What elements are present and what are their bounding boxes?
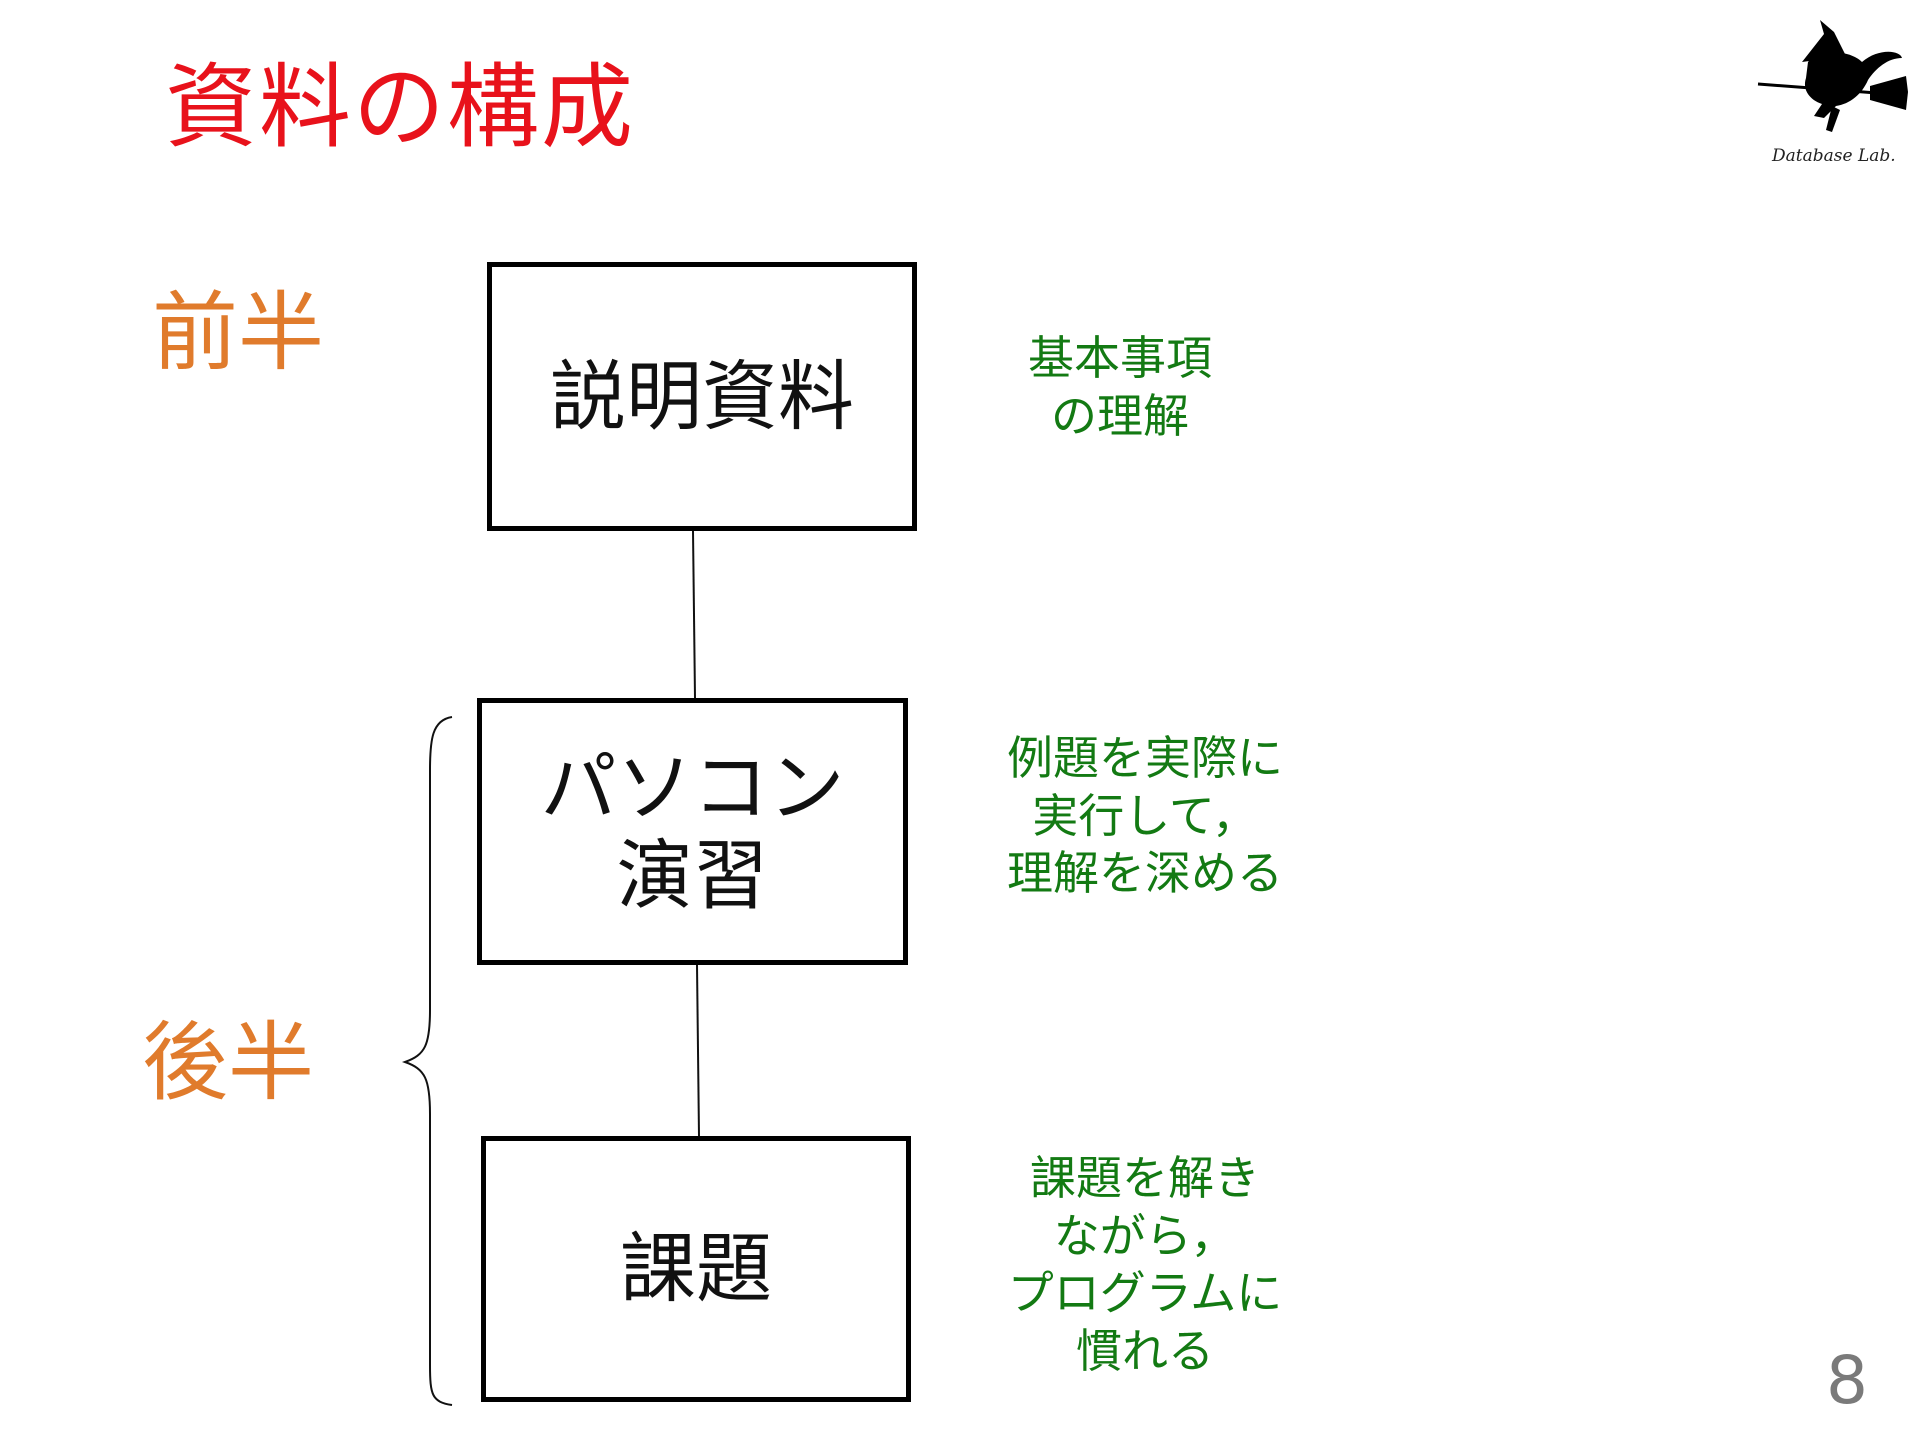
- box-label-line-2: 演習: [616, 830, 769, 920]
- slide-title: 資料の構成: [165, 54, 636, 161]
- connector-material-to-exercise: [692, 530, 696, 699]
- second-half-brace: [401, 716, 453, 1406]
- note-line: ながら，: [1053, 1208, 1237, 1263]
- logo-text: Database Lab.: [1772, 146, 1896, 166]
- box-explanation-material: 説明資料: [487, 262, 917, 531]
- page-number: 8: [1826, 1342, 1868, 1419]
- note-line: の理解: [1051, 388, 1189, 443]
- phase-label-first-half: 前半: [152, 283, 324, 383]
- note-line: 理解を深める: [1007, 846, 1283, 900]
- note-line: 慣れる: [1076, 1323, 1214, 1378]
- note-line: プログラムに: [1007, 1266, 1283, 1320]
- note-material: 基本事項 の理解: [1010, 330, 1230, 445]
- note-line: 実行して，: [1032, 788, 1258, 843]
- note-line: 基本事項: [1028, 331, 1212, 385]
- note-exercise: 例題を実際に 実行して， 理解を深める: [985, 730, 1305, 903]
- box-label: 課題: [620, 1224, 772, 1314]
- phase-label-second-half: 後半: [142, 1013, 314, 1113]
- note-assignment: 課題を解き ながら， プログラムに 慣れる: [985, 1150, 1305, 1380]
- box-label-line-1: パソコン: [540, 743, 845, 833]
- connector-exercise-to-assignment: [696, 964, 700, 1137]
- note-line: 例題を実際に: [1007, 731, 1283, 785]
- box-assignment: 課題: [481, 1136, 911, 1402]
- witch-on-broom-icon: [1750, 18, 1910, 168]
- box-label: 説明資料: [550, 351, 854, 441]
- box-pc-exercise: パソコン 演習: [477, 698, 908, 965]
- note-line: 課題を解き: [1030, 1151, 1260, 1205]
